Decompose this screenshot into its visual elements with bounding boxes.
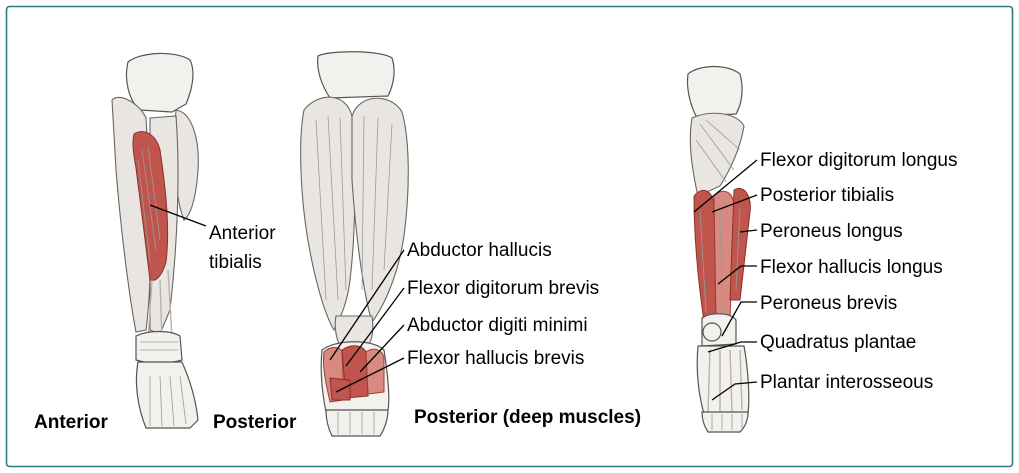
label-anterior-tibialis-1: Anterior [209,223,276,244]
label-flexor-digitorum-longus: Flexor digitorum longus [760,150,957,171]
caption-posterior-deep-muscles: Posterior (deep muscles) [414,407,641,428]
label-abductor-digiti-minimi: Abductor digiti minimi [407,315,588,336]
caption-posterior: Posterior [213,412,297,433]
label-flexor-hallucis-longus: Flexor hallucis longus [760,257,943,278]
label-flexor-hallucis-brevis: Flexor hallucis brevis [407,348,584,369]
label-quadratus-plantae: Quadratus plantae [760,332,916,353]
label-plantar-interosseous: Plantar interosseous [760,372,933,393]
label-posterior-tibialis: Posterior tibialis [760,185,894,206]
label-peroneus-longus: Peroneus longus [760,221,903,242]
label-abductor-hallucis: Abductor hallucis [407,240,552,261]
label-peroneus-brevis: Peroneus brevis [760,293,897,314]
posterior-tibialis-muscle [714,191,734,322]
label-flexor-digitorum-brevis: Flexor digitorum brevis [407,278,599,299]
caption-anterior: Anterior [34,412,109,433]
flexor-hallucis-brevis-muscle [330,378,350,400]
label-anterior-tibialis-2: tibialis [209,252,262,273]
